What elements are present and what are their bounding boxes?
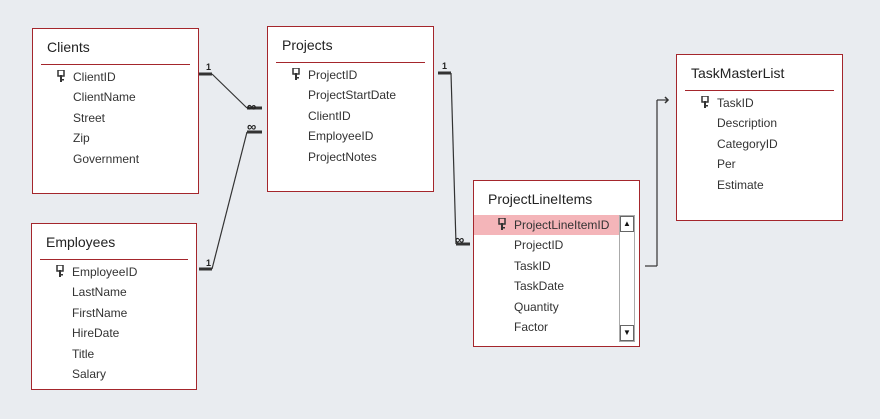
field-list: ProjectLineItemID ProjectID TaskID TaskD… xyxy=(474,215,639,337)
field-name: ProjectLineItemID xyxy=(514,218,610,232)
field-list: ProjectID ProjectStartDate ClientID Empl… xyxy=(268,65,433,167)
field-row[interactable]: Per xyxy=(677,154,842,174)
field-name: ClientID xyxy=(73,70,116,84)
scroll-down-arrow-icon[interactable]: ▼ xyxy=(620,325,634,341)
table-title[interactable]: TaskMasterList xyxy=(691,65,785,81)
table-clients[interactable]: Clients ClientID ClientName Street Zip G… xyxy=(32,28,199,194)
field-name: TaskID xyxy=(717,96,754,110)
many-label-projects-clients: ∞ xyxy=(247,99,256,114)
key-icon xyxy=(498,218,506,230)
field-row-key-selected[interactable]: ProjectLineItemID xyxy=(474,215,619,236)
field-row[interactable]: Salary xyxy=(32,364,196,384)
field-list: ClientID ClientName Street Zip Governmen… xyxy=(33,67,198,169)
field-row-key[interactable]: EmployeeID xyxy=(32,262,196,282)
field-name: Zip xyxy=(73,131,90,146)
field-name: TaskDate xyxy=(514,279,565,294)
title-divider xyxy=(40,259,188,260)
title-divider xyxy=(41,64,190,65)
relationship-projects-projectlineitems[interactable] xyxy=(438,71,470,246)
field-row[interactable]: ProjectNotes xyxy=(268,147,433,167)
field-row-key[interactable]: TaskID xyxy=(677,93,842,113)
field-row[interactable]: Quantity xyxy=(474,297,639,317)
field-name: Per xyxy=(717,157,736,172)
field-name: ProjectID xyxy=(308,68,358,82)
field-name: LastName xyxy=(72,285,127,300)
field-row[interactable]: Zip xyxy=(33,128,198,148)
title-divider xyxy=(685,90,834,91)
table-title[interactable]: Clients xyxy=(47,39,90,55)
field-row-key[interactable]: ClientID xyxy=(33,67,198,87)
field-name: ProjectID xyxy=(514,238,564,253)
field-row[interactable]: FirstName xyxy=(32,303,196,323)
table-title[interactable]: Projects xyxy=(282,37,333,53)
field-name: ProjectStartDate xyxy=(308,88,397,103)
field-row[interactable]: ProjectStartDate xyxy=(268,85,433,105)
key-icon xyxy=(292,68,300,80)
many-label-projectlineitems: ∞ xyxy=(455,232,464,247)
field-name: Description xyxy=(717,116,778,131)
field-list: TaskID Description CategoryID Per Estima… xyxy=(677,93,842,195)
field-name: CategoryID xyxy=(717,136,778,151)
one-label-employees: 1 xyxy=(206,258,211,268)
field-name: EmployeeID xyxy=(72,265,138,279)
one-label-projects: 1 xyxy=(442,61,447,71)
field-row[interactable]: TaskID xyxy=(474,256,639,276)
scroll-up-arrow-icon[interactable]: ▲ xyxy=(620,216,634,232)
field-row[interactable]: Factor xyxy=(474,317,639,337)
field-row[interactable]: Title xyxy=(32,344,196,364)
relationship-employees-projects[interactable] xyxy=(199,130,262,271)
field-row[interactable]: Street xyxy=(33,108,198,128)
field-row[interactable]: Estimate xyxy=(677,175,842,195)
field-row[interactable]: LastName xyxy=(32,282,196,302)
field-name: Factor xyxy=(514,319,549,334)
table-title[interactable]: Employees xyxy=(46,234,116,250)
relationship-clients-projects[interactable] xyxy=(199,72,262,110)
field-name: Estimate xyxy=(717,177,764,192)
field-row[interactable]: ProjectID xyxy=(474,235,639,255)
field-name: FirstName xyxy=(72,305,128,320)
table-projects[interactable]: Projects ProjectID ProjectStartDate Clie… xyxy=(267,26,434,192)
table-taskmasterlist[interactable]: TaskMasterList TaskID Description Catego… xyxy=(676,54,843,221)
field-row[interactable]: TaskDate xyxy=(474,276,639,296)
key-icon xyxy=(57,70,65,82)
field-row[interactable]: ClientName xyxy=(33,87,198,107)
field-name: Title xyxy=(72,346,95,361)
one-label-clients: 1 xyxy=(206,62,211,72)
key-icon xyxy=(56,265,64,277)
field-row[interactable]: EmployeeID xyxy=(268,126,433,146)
field-name: Government xyxy=(73,151,140,166)
relationship-tasks-projectlineitems[interactable] xyxy=(645,96,670,267)
field-name: ProjectNotes xyxy=(308,149,377,164)
field-name: ClientID xyxy=(308,108,351,123)
key-icon xyxy=(701,96,709,108)
field-name: Quantity xyxy=(514,299,559,314)
table-employees[interactable]: Employees EmployeeID LastName FirstName … xyxy=(31,223,197,390)
field-name: Salary xyxy=(72,366,107,381)
field-row[interactable]: CategoryID xyxy=(677,134,842,154)
field-row[interactable]: Government xyxy=(33,149,198,169)
field-name: Street xyxy=(73,110,106,125)
vertical-scrollbar[interactable]: ▲ ▼ xyxy=(619,215,635,342)
field-list: EmployeeID LastName FirstName HireDate T… xyxy=(32,262,196,384)
field-name: TaskID xyxy=(514,258,551,273)
field-row[interactable]: ClientID xyxy=(268,106,433,126)
many-label-projects-employees: ∞ xyxy=(247,119,256,134)
field-name: HireDate xyxy=(72,326,120,341)
field-row[interactable]: HireDate xyxy=(32,323,196,343)
field-row[interactable]: Description xyxy=(677,113,842,133)
field-name: EmployeeID xyxy=(308,129,374,144)
table-projectlineitems[interactable]: ProjectLineItems ProjectLineItemID Proje… xyxy=(473,180,640,347)
table-title[interactable]: ProjectLineItems xyxy=(488,191,593,207)
field-name: ClientName xyxy=(73,90,136,105)
field-row-key[interactable]: ProjectID xyxy=(268,65,433,85)
title-divider xyxy=(276,62,425,63)
